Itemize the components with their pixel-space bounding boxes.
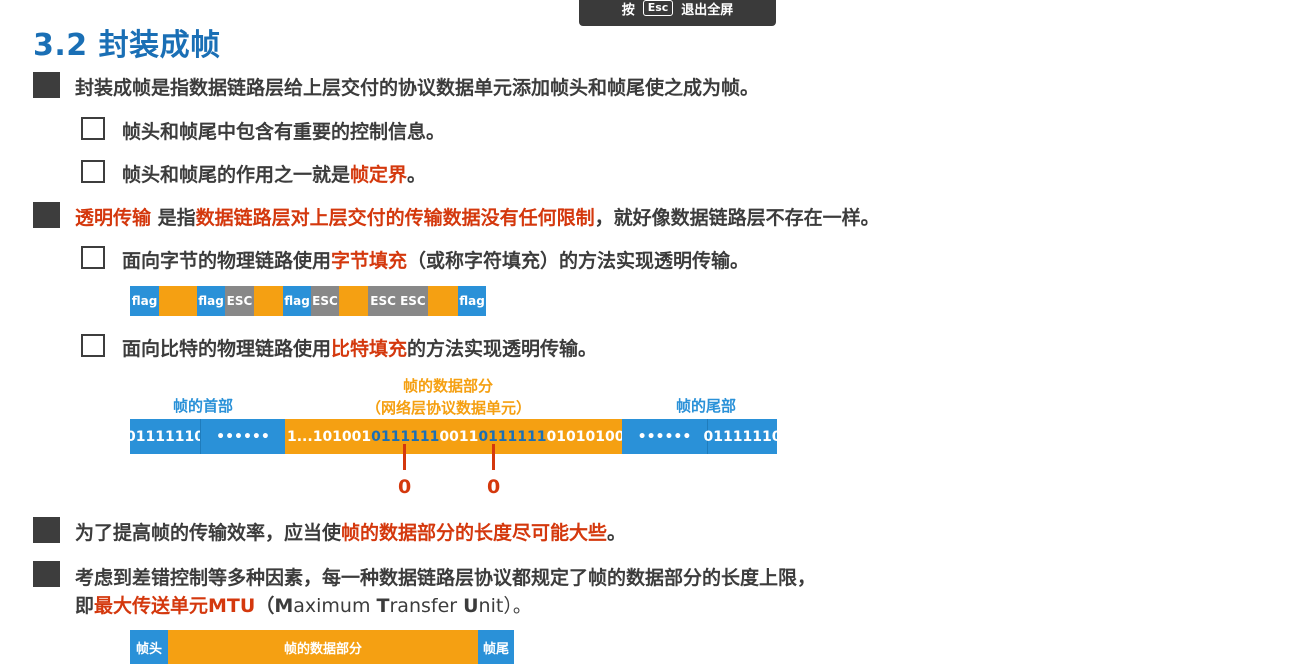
hint-prefix: 按	[621, 2, 635, 18]
text-segment: 。	[607, 522, 627, 544]
sub-bullet-text-4: 面向比特的物理链路使用比特填充的方法实现透明传输。	[122, 334, 597, 361]
highlight-text: 帧定界	[350, 164, 408, 186]
bits-segment: 0011	[439, 428, 479, 445]
stuffing-arrow-2	[492, 444, 495, 470]
text-segment: U	[463, 595, 479, 617]
strip-cell-esc: ESC	[311, 286, 339, 316]
text-segment: 的方法实现透明传输。	[407, 338, 598, 360]
frame-flag-left: 01111110	[126, 419, 204, 454]
esc-key-badge: Esc	[642, 0, 674, 16]
frame-header-label: 帧的首部	[173, 397, 234, 415]
byte-stuffing-strip: flag flag ESC flag ESC ESC ESC flag	[130, 286, 486, 316]
text-segment: 。	[407, 164, 427, 186]
text-segment: 帧头和帧尾的作用之一就是	[122, 164, 351, 186]
sub-bullet-text-3: 面向字节的物理链路使用字节填充（或称字符填充）的方法实现透明传输。	[122, 246, 749, 273]
bullet-text-4-line2: 即最大传送单元MTU（Maximum Transfer Unit）。	[75, 591, 532, 618]
text-segment: M	[274, 595, 294, 617]
text-segment: 是指	[151, 207, 196, 229]
highlight-text: 数据链路层对上层交付的传输数据没有任何限制	[195, 207, 595, 229]
strip-cell-esc: ESC	[225, 286, 254, 316]
frame-flag-right: 01111110	[704, 419, 781, 454]
text-segment: T	[376, 595, 390, 617]
stuffed-zero-1: 0	[398, 476, 412, 498]
text-segment: （或称字符填充）的方法实现透明传输。	[407, 250, 750, 272]
mtu-frame-data: 帧的数据部分	[168, 630, 478, 664]
strip-cell-data	[428, 286, 458, 316]
mtu-frame-header: 帧头	[130, 630, 168, 664]
text-segment: nit）。	[478, 595, 532, 617]
strip-cell-flag: flag	[130, 286, 159, 316]
highlight-text: 字节填充	[331, 250, 408, 272]
checkbox-square-icon	[81, 117, 105, 140]
strip-cell-flag: flag	[197, 286, 225, 316]
highlight-text: 比特填充	[331, 338, 408, 360]
frame-trailer-label: 帧的尾部	[676, 397, 737, 415]
checkbox-square-icon	[81, 334, 105, 357]
stuffed-bits-segment: 0111111	[478, 428, 547, 445]
sub-bullet-text-1: 帧头和帧尾中包含有重要的控制信息。	[122, 121, 446, 143]
bullet-text-2: 透明传输 是指数据链路层对上层交付的传输数据没有任何限制，就好像数据链路层不存在…	[75, 203, 880, 230]
stuffed-zero-2: 0	[487, 476, 501, 498]
highlight-text: 最大传送单元MTU	[94, 595, 256, 617]
hint-suffix: 退出全屏	[681, 2, 734, 18]
bullet-square-icon	[33, 561, 60, 587]
strip-cell-flag: flag	[283, 286, 311, 316]
text-segment: aximum	[293, 595, 377, 617]
strip-cell-flag: flag	[458, 286, 486, 316]
stuffed-bits-segment: 0111111	[371, 428, 440, 445]
exit-fullscreen-hint[interactable]: 按 Esc 退出全屏	[579, 0, 776, 26]
text-segment: 面向字节的物理链路使用	[122, 250, 332, 272]
mtu-frame: 帧头 帧的数据部分 帧尾	[130, 630, 514, 664]
frame-data-label: 帧的数据部分	[403, 377, 494, 395]
frame-dots-right: ••••••	[622, 419, 707, 454]
strip-cell-data	[159, 286, 197, 316]
text-segment: 面向比特的物理链路使用	[122, 338, 332, 360]
bullet-text-4-line1: 考虑到差错控制等多种因素，每一种数据链路层协议都规定了帧的数据部分的长度上限，	[75, 567, 817, 589]
mtu-frame-trailer: 帧尾	[478, 630, 514, 664]
bullet-square-icon	[33, 202, 60, 228]
text-segment: ，就好像数据链路层不存在一样。	[594, 207, 880, 229]
text-segment: 即	[75, 595, 95, 617]
text-segment: （	[255, 595, 275, 617]
bullet-square-icon	[33, 72, 60, 98]
text-segment: 为了提高帧的传输效率，应当使	[75, 522, 342, 544]
strip-cell-esc-esc: ESC ESC	[368, 286, 428, 316]
strip-cell-data	[254, 286, 283, 316]
highlight-text: 帧的数据部分的长度尽可能大些	[341, 522, 608, 544]
checkbox-square-icon	[81, 246, 105, 269]
text-segment: ransfer	[389, 595, 464, 617]
stuffing-arrow-1	[403, 444, 406, 470]
highlight-text: 透明传输	[75, 207, 152, 229]
checkbox-square-icon	[81, 160, 105, 183]
frame-dots-left: ••••••	[200, 419, 285, 454]
sub-bullet-text-2: 帧头和帧尾的作用之一就是帧定界。	[122, 160, 426, 187]
strip-cell-data	[339, 286, 368, 316]
bullet-text-3: 为了提高帧的传输效率，应当使帧的数据部分的长度尽可能大些。	[75, 518, 626, 545]
page-title: 3.2 封装成帧	[33, 28, 221, 63]
frame-data-sublabel: （网络层协议数据单元）	[366, 399, 532, 417]
bullet-square-icon	[33, 517, 60, 543]
bullet-text-1: 封装成帧是指数据链路层给上层交付的协议数据单元添加帧头和帧尾使之成为帧。	[75, 77, 760, 99]
bits-segment: 1...101001	[287, 428, 372, 445]
